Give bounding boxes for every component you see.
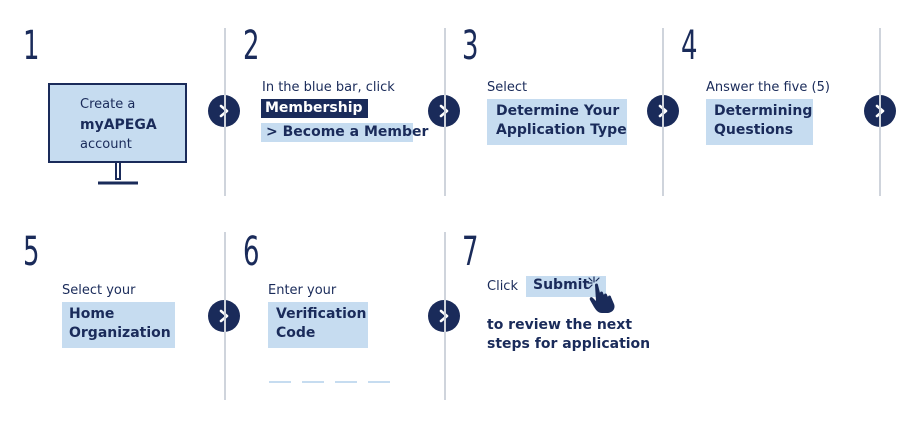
step-number-1: 1 — [23, 23, 40, 69]
step7-outro-line2: steps for application — [487, 336, 651, 352]
hand-click-icon — [587, 276, 615, 313]
step6-intro: Enter your — [268, 283, 337, 298]
step5-hl-line2: Organization — [69, 325, 171, 341]
code-digit-placeholder — [368, 381, 390, 383]
submit-button-illustration: Submit — [526, 276, 606, 297]
membership-menu-label: Membership — [261, 99, 368, 118]
step6-hl-line1: Verification — [276, 306, 367, 322]
step3-intro: Select — [487, 80, 528, 95]
step-number-7: 7 — [462, 229, 479, 275]
step-number-5: 5 — [23, 229, 40, 275]
step3-highlight-box — [487, 99, 627, 145]
step1-line1: Create a — [80, 97, 136, 112]
step-number-3: 3 — [462, 23, 479, 69]
step6-highlight-box — [268, 302, 368, 348]
step4-intro: Answer the five (5) — [706, 80, 830, 95]
divider — [444, 232, 446, 400]
step1-line3: account — [80, 137, 132, 152]
step7-intro: Click — [487, 279, 518, 294]
step1-line2: myAPEGA — [80, 117, 157, 133]
divider — [224, 28, 226, 196]
code-digit-placeholder — [302, 381, 324, 383]
step-number-6: 6 — [243, 229, 260, 275]
step3-hl-line1: Determine Your — [496, 103, 620, 119]
step-number-2: 2 — [243, 23, 260, 69]
step5-hl-line1: Home — [69, 306, 115, 322]
step3-hl-line2: Application Type — [496, 122, 627, 138]
divider — [224, 232, 226, 400]
code-digit-placeholder — [335, 381, 357, 383]
divider — [662, 28, 664, 196]
step-number-4: 4 — [681, 23, 698, 69]
code-digit-placeholder — [269, 381, 291, 383]
become-member-menu-label: > Become a Member — [261, 123, 428, 142]
step2-intro: In the blue bar, click — [262, 80, 395, 95]
divider — [444, 28, 446, 196]
monitor-icon — [48, 83, 187, 185]
step7-outro-line1: to review the next — [487, 317, 633, 333]
step5-highlight-box — [62, 302, 175, 348]
step4-highlight-box — [706, 99, 813, 145]
divider — [879, 28, 881, 196]
step4-hl-line1: Determining — [714, 103, 813, 119]
step4-hl-line2: Questions — [714, 122, 794, 138]
step6-hl-line2: Code — [276, 325, 316, 341]
step5-intro: Select your — [62, 283, 136, 298]
